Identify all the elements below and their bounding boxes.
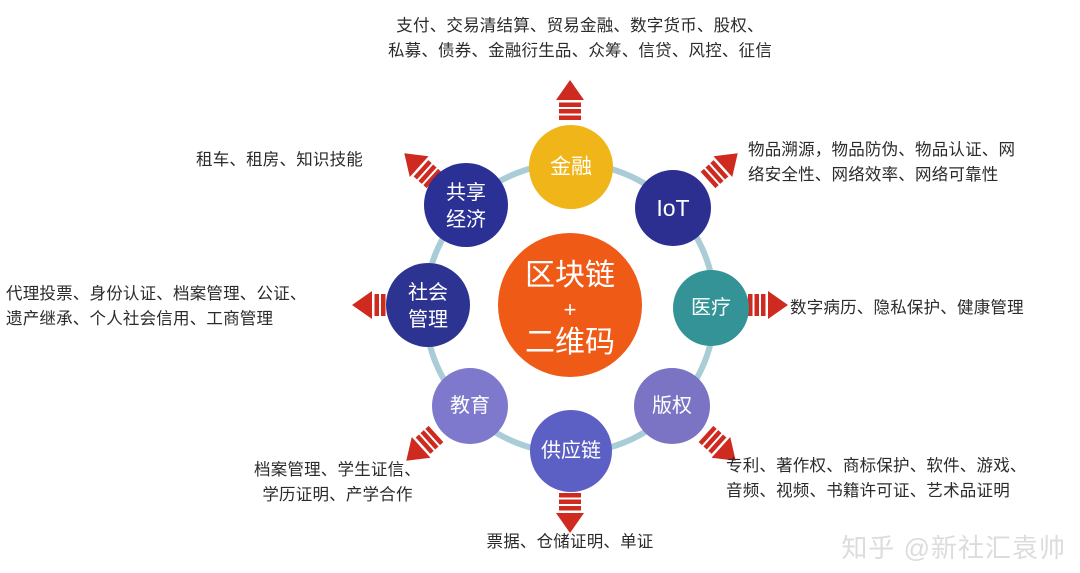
center-node-plus: + — [564, 297, 577, 322]
node-governance-label-line2: 管理 — [408, 308, 448, 331]
arrow-medical — [748, 291, 788, 319]
node-medical-circle — [673, 270, 749, 346]
arrow-finance — [556, 80, 584, 120]
node-copyright-label: 版权 — [652, 394, 692, 417]
node-governance[interactable]: 社会 管理 — [386, 263, 470, 347]
callout-education: 档案管理、学生证信、 学历证明、产学合作 — [254, 461, 421, 504]
node-supply-circle — [530, 410, 612, 492]
node-sharing-label-line2: 经济 — [446, 208, 486, 231]
center-node-line3: 二维码 — [525, 326, 615, 359]
center-node-line1: 区块链 — [525, 259, 615, 292]
center-node-circle — [498, 233, 642, 377]
node-iot[interactable]: IoT — [635, 170, 711, 246]
node-medical[interactable]: 医疗 — [673, 270, 749, 346]
callout-governance: 代理投票、身份认证、档案管理、公证、 遗产继承、个人社会信用、工商管理 — [6, 285, 307, 328]
center-node[interactable]: 区块链 + 二维码 — [498, 233, 642, 377]
node-iot-label: IoT — [656, 195, 689, 221]
node-education-label: 教育 — [450, 394, 490, 417]
arrow-iot — [698, 142, 748, 191]
node-copyright-circle — [634, 368, 710, 444]
node-finance-label: 金融 — [550, 156, 592, 179]
node-iot-circle — [635, 170, 711, 246]
node-copyright[interactable]: 版权 — [634, 368, 710, 444]
node-education-circle — [432, 368, 508, 444]
node-sharing-label-line1: 共享 — [446, 181, 486, 204]
callout-finance: 支付、交易清结算、贸易金融、数字货币、股权、 私募、债券、金融衍生品、众筹、信贷… — [387, 17, 773, 60]
node-governance-label-line1: 社会 — [408, 281, 448, 304]
watermark: 知乎 @新社汇袁帅 — [841, 533, 1066, 563]
node-sharing[interactable]: 共享 经济 — [424, 163, 508, 247]
node-finance[interactable]: 金融 — [529, 125, 613, 209]
node-education[interactable]: 教育 — [432, 368, 508, 444]
callout-iot: 物品溯源，物品防伪、物品认证、网 络安全性、网络效率、网络可靠性 — [748, 141, 1016, 184]
node-supply[interactable]: 供应链 — [530, 410, 612, 492]
node-finance-circle — [529, 125, 613, 209]
callout-supply: 票据、仓储证明、单证 — [486, 533, 654, 551]
callout-copyright: 专利、著作权、商标保护、软件、游戏、 音频、视频、书籍许可证、艺术品证明 — [726, 457, 1027, 500]
callout-sharing: 租车、租房、知识技能 — [196, 151, 363, 169]
node-sharing-circle — [424, 163, 508, 247]
node-supply-label: 供应链 — [541, 439, 601, 462]
node-governance-circle — [386, 263, 470, 347]
callout-medical: 数字病历、隐私保护、健康管理 — [790, 299, 1024, 317]
node-medical-label: 医疗 — [691, 296, 731, 319]
arrow-supply — [556, 493, 584, 533]
